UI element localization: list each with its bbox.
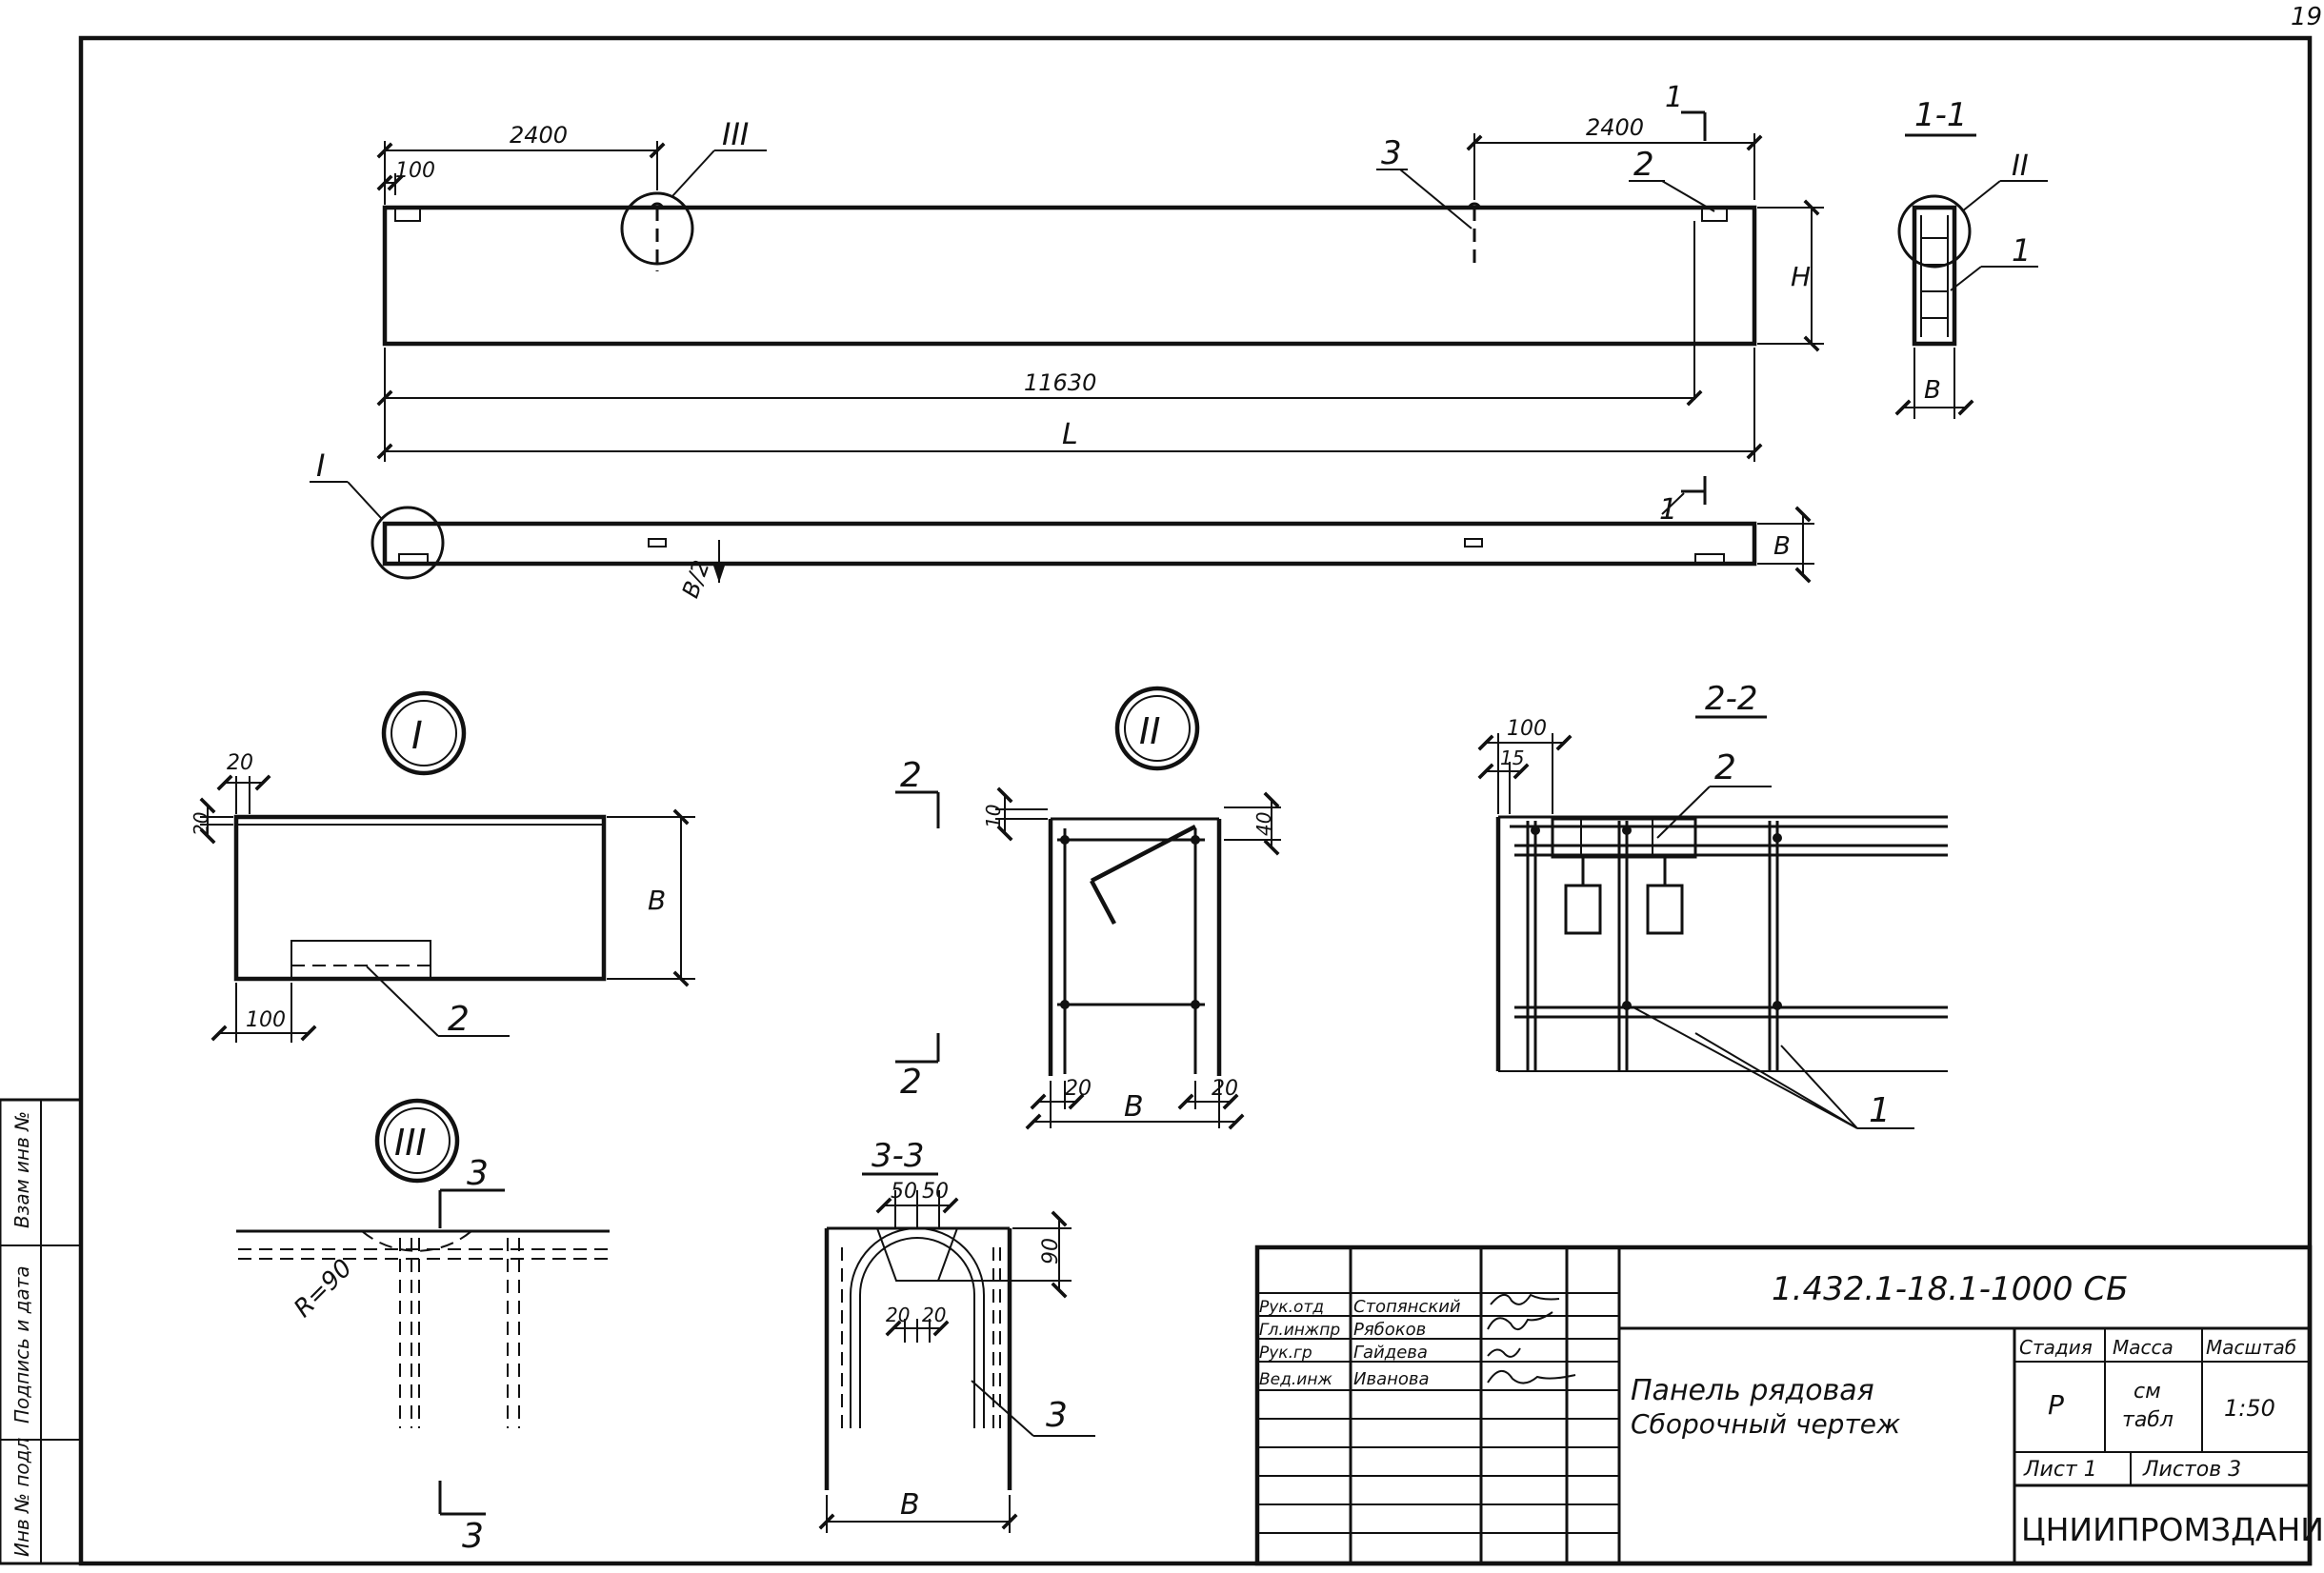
mass-value-2: табл — [2122, 1408, 2174, 1432]
page-number: 19 — [2291, 3, 2322, 31]
name-3: Иванова — [1353, 1369, 1430, 1389]
section-1-1: 1-1 II 1 B — [1894, 96, 2048, 419]
dim-100-top: 100 — [395, 159, 435, 183]
section-2-2-title: 2-2 — [1705, 680, 1758, 718]
section-1-1-title: 1-1 — [1914, 96, 1968, 134]
stage-value: Р — [2048, 1389, 2064, 1421]
side-stamp: Взам инв № Подпись и дата Инв № подл — [0, 1098, 83, 1565]
dim-40: 40 — [1252, 812, 1275, 836]
role-3: Вед.инж — [1259, 1370, 1332, 1389]
sheets-label: Листов 3 — [2142, 1458, 2241, 1482]
name-2: Гайдева — [1353, 1343, 1428, 1363]
name-1: Рябоков — [1353, 1320, 1426, 1340]
callout-II: II — [2012, 149, 2029, 183]
panel-plan: I B/2 1 B — [310, 448, 1814, 602]
dim-15-2-2: 15 — [1500, 747, 1524, 769]
dim-10: 10 — [982, 805, 1005, 828]
detail-III-circle — [620, 191, 694, 266]
drawing-frame — [78, 35, 2313, 1566]
dim-20-top: 20 — [227, 751, 253, 775]
dim-B-detail-II: B — [1124, 1090, 1144, 1124]
section-2-2: 2-2 100 15 2 — [1477, 680, 1948, 1130]
section-3-3-title: 3-3 — [872, 1137, 925, 1175]
detail-II: II 2 2 10 40 20 20 B — [895, 686, 1281, 1130]
callout-III: III — [722, 116, 749, 152]
dim-50-right: 50 — [922, 1180, 949, 1204]
dim-100-2-2: 100 — [1507, 717, 1547, 741]
scale-value: 1:50 — [2224, 1395, 2275, 1422]
dim-50-left: 50 — [891, 1180, 917, 1204]
role-2: Рук.гр — [1259, 1344, 1312, 1363]
dim-B-3-3: B — [900, 1488, 920, 1522]
dim-20-left-3-3: 20 — [886, 1304, 910, 1326]
dim-100-detail-I: 100 — [246, 1008, 286, 1032]
dim-B-plan: B — [1773, 532, 1791, 561]
dim-20-right-3-3: 20 — [922, 1304, 946, 1326]
stamp-cell-1: Подпись и дата — [10, 1265, 33, 1424]
organization: ЦНИИПРОМЗДАНИЙ — [2021, 1510, 2324, 1548]
detail-I-circle — [371, 506, 445, 580]
radius-label: R=90 — [289, 1254, 358, 1324]
role-0: Рук.отд — [1259, 1298, 1324, 1317]
dim-20-side: 20 — [190, 812, 212, 836]
callout-3-3-3: 3 — [1046, 1396, 1068, 1435]
stage-header: Стадия — [2019, 1336, 2093, 1359]
mass-value-1: см — [2134, 1380, 2161, 1404]
section-mark-3-top: 3 — [467, 1154, 489, 1193]
panel-elevation: 2400 100 III 2400 3 2 1 H 11630 — [376, 81, 1824, 462]
section-mark-2-top: 2 — [900, 756, 922, 795]
dim-2400-right: 2400 — [1586, 114, 1644, 141]
callout-2-2-2: 2 — [1714, 748, 1736, 787]
dim-L: L — [1062, 418, 1078, 451]
mass-header: Масса — [2113, 1336, 2174, 1359]
title-line-2: Сборочный чертеж — [1631, 1408, 1900, 1440]
detail-II-circle — [1897, 194, 1972, 269]
title-block: Рук.отд Гл.инжпр Рук.гр Вед.инж Стопянск… — [1254, 1244, 2324, 1566]
callout-3: 3 — [1381, 134, 1402, 172]
detail-I: I 20 20 B 100 2 — [190, 690, 695, 1043]
dim-2400-left: 2400 — [510, 122, 568, 149]
name-0: Стопянский — [1353, 1297, 1461, 1317]
detail-III-label: III — [394, 1122, 427, 1164]
detail-III: III 3 R=90 3 — [236, 1098, 610, 1556]
callout-1: 1 — [2012, 232, 2031, 269]
dim-90: 90 — [1039, 1238, 1063, 1264]
dim-B-detail-I: B — [648, 885, 666, 916]
section-mark-plan: 1 — [1659, 493, 1677, 527]
detail-II-label: II — [1139, 710, 1160, 752]
stamp-cell-2: Инв № подл — [10, 1438, 33, 1557]
sheet-label: Лист 1 — [2023, 1458, 2097, 1482]
section-mark-3-bottom: 3 — [462, 1517, 484, 1556]
stamp-cell-0: Взам инв № — [10, 1111, 33, 1228]
dim-H: H — [1791, 261, 1811, 292]
dim-20-left-detail-II: 20 — [1065, 1077, 1092, 1101]
callout-1-2-2: 1 — [1869, 1091, 1891, 1130]
dim-11630: 11630 — [1024, 369, 1096, 396]
callout-2: 2 — [1633, 146, 1654, 184]
dim-B-1-1: B — [1924, 376, 1941, 405]
document-code: 1.432.1-18.1-1000 СБ — [1772, 1270, 2128, 1308]
detail-I-label: I — [411, 714, 423, 758]
section-3-3: 3-3 50 50 90 20 20 B 3 — [818, 1137, 1095, 1533]
section-mark-2-bottom: 2 — [900, 1063, 922, 1102]
title-line-1: Панель рядовая — [1631, 1374, 1874, 1407]
signatures — [1487, 1293, 1576, 1384]
scale-header: Масштаб — [2206, 1336, 2296, 1359]
callout-I: I — [316, 448, 325, 484]
section-mark-top: 1 — [1665, 81, 1683, 114]
callout-2-detail-I: 2 — [448, 1000, 470, 1039]
role-1: Гл.инжпр — [1259, 1321, 1340, 1340]
dim-20-right-detail-II: 20 — [1212, 1077, 1238, 1101]
